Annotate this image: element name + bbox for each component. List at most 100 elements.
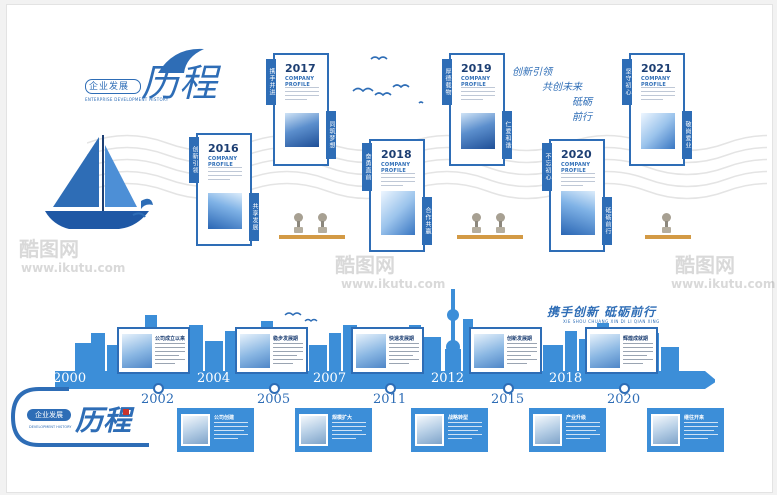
card-title: 公司创建 [214, 415, 235, 421]
card-photo [590, 334, 620, 368]
text-line [461, 95, 495, 96]
card-tab: 仁爱和谐 [502, 111, 512, 159]
text-line [641, 95, 675, 96]
stamp-icon [294, 213, 303, 235]
card-tab: 厚德载物 [442, 59, 452, 105]
card-photo [651, 414, 680, 446]
text-line [641, 99, 663, 100]
card-title: 战略转型 [448, 415, 469, 421]
card-label: COMPANY PROFILE [208, 156, 238, 168]
timeline-node [269, 383, 280, 394]
badge-en: DEVELOPMENT HISTORY [29, 425, 72, 429]
card-title: 稳步发展期 [273, 336, 299, 342]
card-year: 2018 [381, 148, 412, 161]
card-2018: 2018 COMPANY PROFILE [369, 139, 425, 252]
card-tab: 携手并进 [266, 59, 276, 105]
text-line [285, 95, 319, 96]
card-photo [240, 334, 270, 368]
upper-card: 快速发展期 [351, 327, 424, 374]
card-title: 快速发展期 [389, 336, 415, 342]
text-line [381, 185, 403, 186]
card-year: 2016 [208, 142, 239, 155]
card-label: COMPANY PROFILE [561, 162, 591, 174]
card-2019: 2019 COMPANY PROFILE [449, 53, 505, 166]
timeline-year: 2018 [549, 371, 583, 386]
timeline-year: 2002 [141, 392, 175, 407]
lower-card: 战略转型 [411, 408, 488, 452]
birds-icon [352, 56, 424, 104]
text-line [381, 177, 415, 178]
card-photo [533, 414, 562, 446]
card-label: COMPANY PROFILE [285, 76, 315, 88]
lower-card: 继往开来 [647, 408, 724, 452]
card-tab: 不忘初心 [542, 143, 552, 191]
upper-card: 辉煌成就期 [585, 327, 658, 374]
text-line [461, 91, 495, 92]
lower-card: 产业升级 [529, 408, 606, 452]
text-line [641, 87, 675, 88]
watermark-url: www.ikutu.com [671, 277, 776, 291]
card-2017: 2017 COMPANY PROFILE [273, 53, 329, 166]
card-year: 2019 [461, 62, 492, 75]
text-line [561, 181, 595, 182]
header-subtitle: ENTERPRISE DEVELOPMENT HISTORY [85, 97, 169, 102]
text-line [461, 87, 495, 88]
shelf [457, 235, 523, 239]
card-photo [641, 113, 675, 149]
text-line [208, 171, 242, 172]
timeline-year: 2015 [491, 392, 525, 407]
lower-card: 规模扩大 [295, 408, 372, 452]
card-title: 继往开来 [684, 415, 705, 421]
upper-card: 稳步发展期 [235, 327, 308, 374]
card-label: COMPANY PROFILE [641, 76, 671, 88]
text-line [561, 173, 595, 174]
header-logo: 企业发展 历程 ENTERPRISE DEVELOPMENT HISTORY [81, 45, 231, 109]
slogan-line-3: 砥砺前行 [572, 97, 592, 123]
watermark-url: www.ikutu.com [21, 261, 126, 275]
card-tab: 创新引领 [189, 137, 199, 183]
timeline-year: 2005 [257, 392, 291, 407]
timeline-node [503, 383, 514, 394]
watermark-brand: 酷图网 [19, 237, 79, 261]
fin-icon [158, 48, 204, 73]
card-photo [208, 193, 242, 229]
card-year: 2021 [641, 62, 672, 75]
card-photo [181, 414, 210, 446]
lower-card: 公司创建 [177, 408, 254, 452]
watermark-brand: 酷图网 [335, 253, 395, 277]
slogan-bottom-pinyin: XIE SHOU CHUANG XIN DI LI QIAN XING [563, 319, 660, 324]
text-line [641, 91, 675, 92]
card-label: COMPANY PROFILE [381, 162, 411, 174]
card-photo [415, 414, 444, 446]
timeline-year: 2004 [197, 371, 231, 386]
stamp-icon [496, 213, 505, 235]
timeline-node [619, 383, 630, 394]
text-line [461, 99, 483, 100]
text-line [208, 175, 242, 176]
timeline-year: 2007 [313, 371, 347, 386]
card-photo [474, 334, 504, 368]
stamp-icon [318, 213, 327, 235]
timeline-year: 2011 [373, 392, 407, 407]
card-tab: 敬岗爱业 [682, 111, 692, 159]
display-board: 企业发展 历程 ENTERPRISE DEVELOPMENT HISTORY 创… [6, 4, 776, 493]
seal-icon [123, 409, 129, 415]
card-title: 规模扩大 [332, 415, 353, 421]
header-title-big: 历程 [141, 61, 218, 105]
text-line [381, 173, 415, 174]
timeline-year: 2020 [607, 392, 641, 407]
stamp-icon [472, 213, 481, 235]
text-line [381, 181, 415, 182]
card-photo [356, 334, 386, 368]
card-photo [561, 191, 595, 235]
card-tab: 坚守初心 [622, 59, 632, 105]
card-photo [381, 191, 415, 235]
shelf [279, 235, 345, 239]
card-photo [285, 113, 319, 147]
card-year: 2017 [285, 62, 316, 75]
slogan-line-1: 创新引领 [512, 67, 552, 78]
card-tab: 同筑梦想 [326, 111, 336, 159]
card-tab: 奋勇直前 [362, 143, 372, 191]
timeline-year: 2012 [431, 371, 465, 386]
